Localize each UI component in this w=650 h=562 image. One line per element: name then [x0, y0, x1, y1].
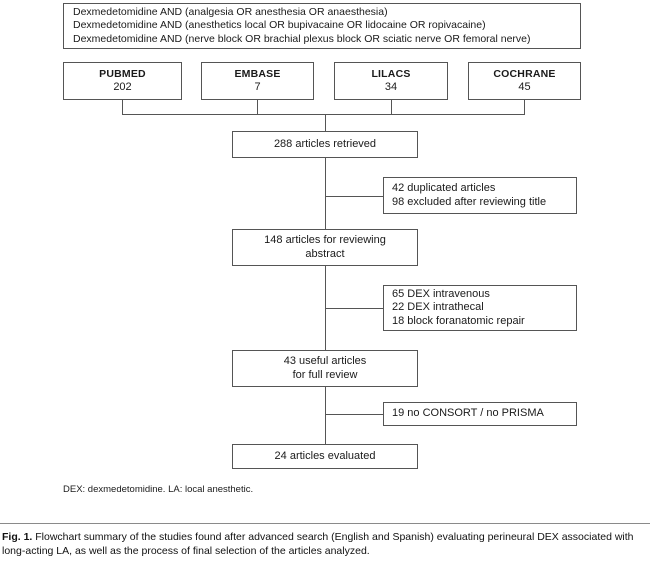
database-name-lilacs: LILACS: [371, 68, 411, 80]
figure-caption-label: Fig. 1.: [2, 531, 33, 543]
database-box-pubmed: PUBMED 202: [63, 62, 182, 100]
connector-branch-exclusion-1: [325, 196, 383, 197]
figure-caption: Fig. 1. Flowchart summary of the studies…: [2, 530, 648, 558]
connector-embase-down: [257, 100, 258, 114]
flow-box-articles-evaluated: 24 articles evaluated: [232, 444, 418, 469]
exclusion-step-3-line-1: 19 no CONSORT / no PRISMA: [392, 407, 544, 420]
exclusion-step-2-line-2: 22 DEX intrathecal: [392, 301, 484, 314]
exclusion-box-step-1: 42 duplicated articles 98 excluded after…: [383, 177, 577, 214]
connector-useful-to-evaluated: [325, 387, 326, 444]
database-name-embase: EMBASE: [234, 68, 281, 80]
flow-box-articles-for-abstract-review: 148 articles for reviewing abstract: [232, 229, 418, 266]
flow-box-useful-articles: 43 useful articles for full review: [232, 350, 418, 387]
connector-branch-exclusion-2: [325, 308, 383, 309]
flow-box-useful-line-2: for full review: [292, 368, 358, 381]
connector-lilacs-down: [391, 100, 392, 114]
exclusion-step-1-line-2: 98 excluded after reviewing title: [392, 195, 547, 208]
connector-branch-exclusion-3: [325, 414, 383, 415]
connector-databases-manifold: [122, 114, 525, 115]
figure-footnote-abbreviations: DEX: dexmedetomidine. LA: local anesthet…: [63, 484, 254, 495]
connector-retrieved-to-abstract: [325, 158, 326, 229]
exclusion-step-2-line-3: 18 block foranatomic repair: [392, 314, 525, 327]
figure-caption-text: Flowchart summary of the studies found a…: [2, 531, 634, 557]
exclusion-box-step-3: 19 no CONSORT / no PRISMA: [383, 402, 577, 426]
exclusion-step-1-line-1: 42 duplicated articles: [392, 182, 496, 194]
flow-box-evaluated-line-1: 24 articles evaluated: [274, 449, 376, 462]
database-box-cochrane: COCHRANE 45: [468, 62, 581, 100]
database-box-lilacs: LILACS 34: [334, 62, 448, 100]
exclusion-box-step-2: 65 DEX intravenous 22 DEX intrathecal 18…: [383, 285, 577, 331]
connector-pubmed-down: [122, 100, 123, 114]
query-line-2: Dexmedetomidine AND (anesthetics local O…: [73, 19, 486, 32]
database-name-pubmed: PUBMED: [99, 68, 146, 80]
flow-box-abstract-line-2: abstract: [305, 247, 345, 260]
connector-cochrane-down: [524, 100, 525, 114]
connector-manifold-to-retrieved: [325, 114, 326, 131]
flow-box-useful-line-1: 43 useful articles: [283, 355, 367, 367]
flow-box-abstract-line-1: 148 articles for reviewing: [264, 234, 386, 246]
flow-box-articles-retrieved: 288 articles retrieved: [232, 131, 418, 158]
query-line-3: Dexmedetomidine AND (nerve block OR brac…: [73, 32, 531, 45]
database-count-embase: 7: [254, 81, 261, 93]
search-query-box: Dexmedetomidine AND (analgesia OR anesth…: [63, 3, 581, 49]
database-name-cochrane: COCHRANE: [493, 68, 556, 80]
query-line-1: Dexmedetomidine AND (analgesia OR anesth…: [73, 6, 388, 19]
database-count-lilacs: 34: [384, 81, 398, 93]
caption-divider: [0, 523, 650, 524]
flow-box-articles-retrieved-line-1: 288 articles retrieved: [273, 137, 377, 150]
exclusion-step-2-line-1: 65 DEX intravenous: [392, 287, 490, 300]
database-count-pubmed: 202: [113, 81, 132, 93]
database-count-cochrane: 45: [518, 81, 531, 93]
database-box-embase: EMBASE 7: [201, 62, 314, 100]
